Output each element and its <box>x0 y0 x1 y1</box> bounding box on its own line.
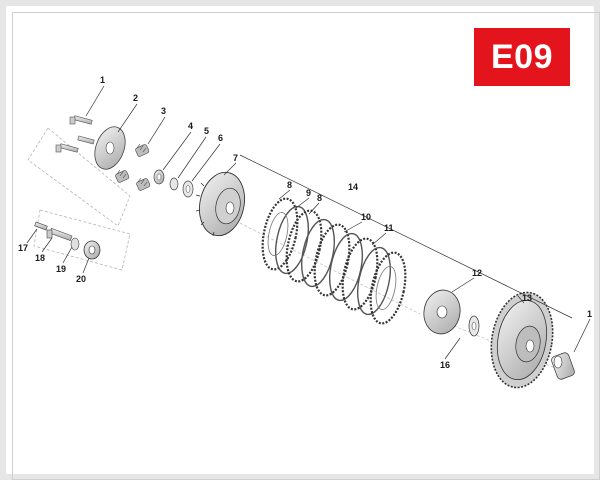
callout-17: 17 <box>18 243 28 253</box>
callout-3: 3 <box>161 106 166 116</box>
clutch-plate-stack <box>261 197 407 325</box>
washer-part-19 <box>70 237 80 251</box>
callout-4: 4 <box>188 121 193 131</box>
leader-lines <box>26 85 591 360</box>
callout-18: 18 <box>35 253 45 263</box>
callout-1-right: 1 <box>587 309 592 319</box>
callout-6: 6 <box>218 133 223 143</box>
callout-11: 11 <box>384 223 394 233</box>
guide-box-lower <box>33 209 131 271</box>
callout-1: 1 <box>100 75 105 85</box>
spring-part-3 <box>115 143 151 191</box>
callout-10: 10 <box>361 212 371 222</box>
callout-5: 5 <box>204 126 209 136</box>
callout-2: 2 <box>133 93 138 103</box>
callout-12: 12 <box>472 268 482 278</box>
callout-9: 9 <box>306 188 311 198</box>
washer-part-6 <box>182 180 194 198</box>
callout-8b: 8 <box>317 193 322 203</box>
callout-13: 13 <box>522 293 532 303</box>
screw-part-17 <box>34 221 48 231</box>
bolt-part-18 <box>46 227 73 241</box>
callout-20: 20 <box>76 274 86 284</box>
bolt-part-1 <box>69 115 93 125</box>
clutch-hub-part-7 <box>195 171 245 237</box>
callout-8a: 8 <box>287 180 292 190</box>
pressure-plate-part-2 <box>94 126 126 170</box>
assembly-axis <box>221 213 421 315</box>
callout-16: 16 <box>440 360 450 370</box>
washer-part-5 <box>169 177 179 191</box>
section-code-badge: E09 <box>474 28 570 86</box>
washer-part-16 <box>468 315 480 337</box>
guide-box-upper <box>27 127 131 227</box>
callout-7: 7 <box>233 153 238 163</box>
bearing-part-20 <box>83 240 101 260</box>
callout-14: 14 <box>348 182 358 192</box>
callout-19: 19 <box>56 264 66 274</box>
bushing-part-1 <box>551 352 575 380</box>
clutch-basket-part-13 <box>490 291 554 389</box>
nut-part-4 <box>153 169 165 185</box>
bolt-part-1-lower <box>55 135 95 153</box>
thrust-plate-part-12 <box>423 289 461 335</box>
